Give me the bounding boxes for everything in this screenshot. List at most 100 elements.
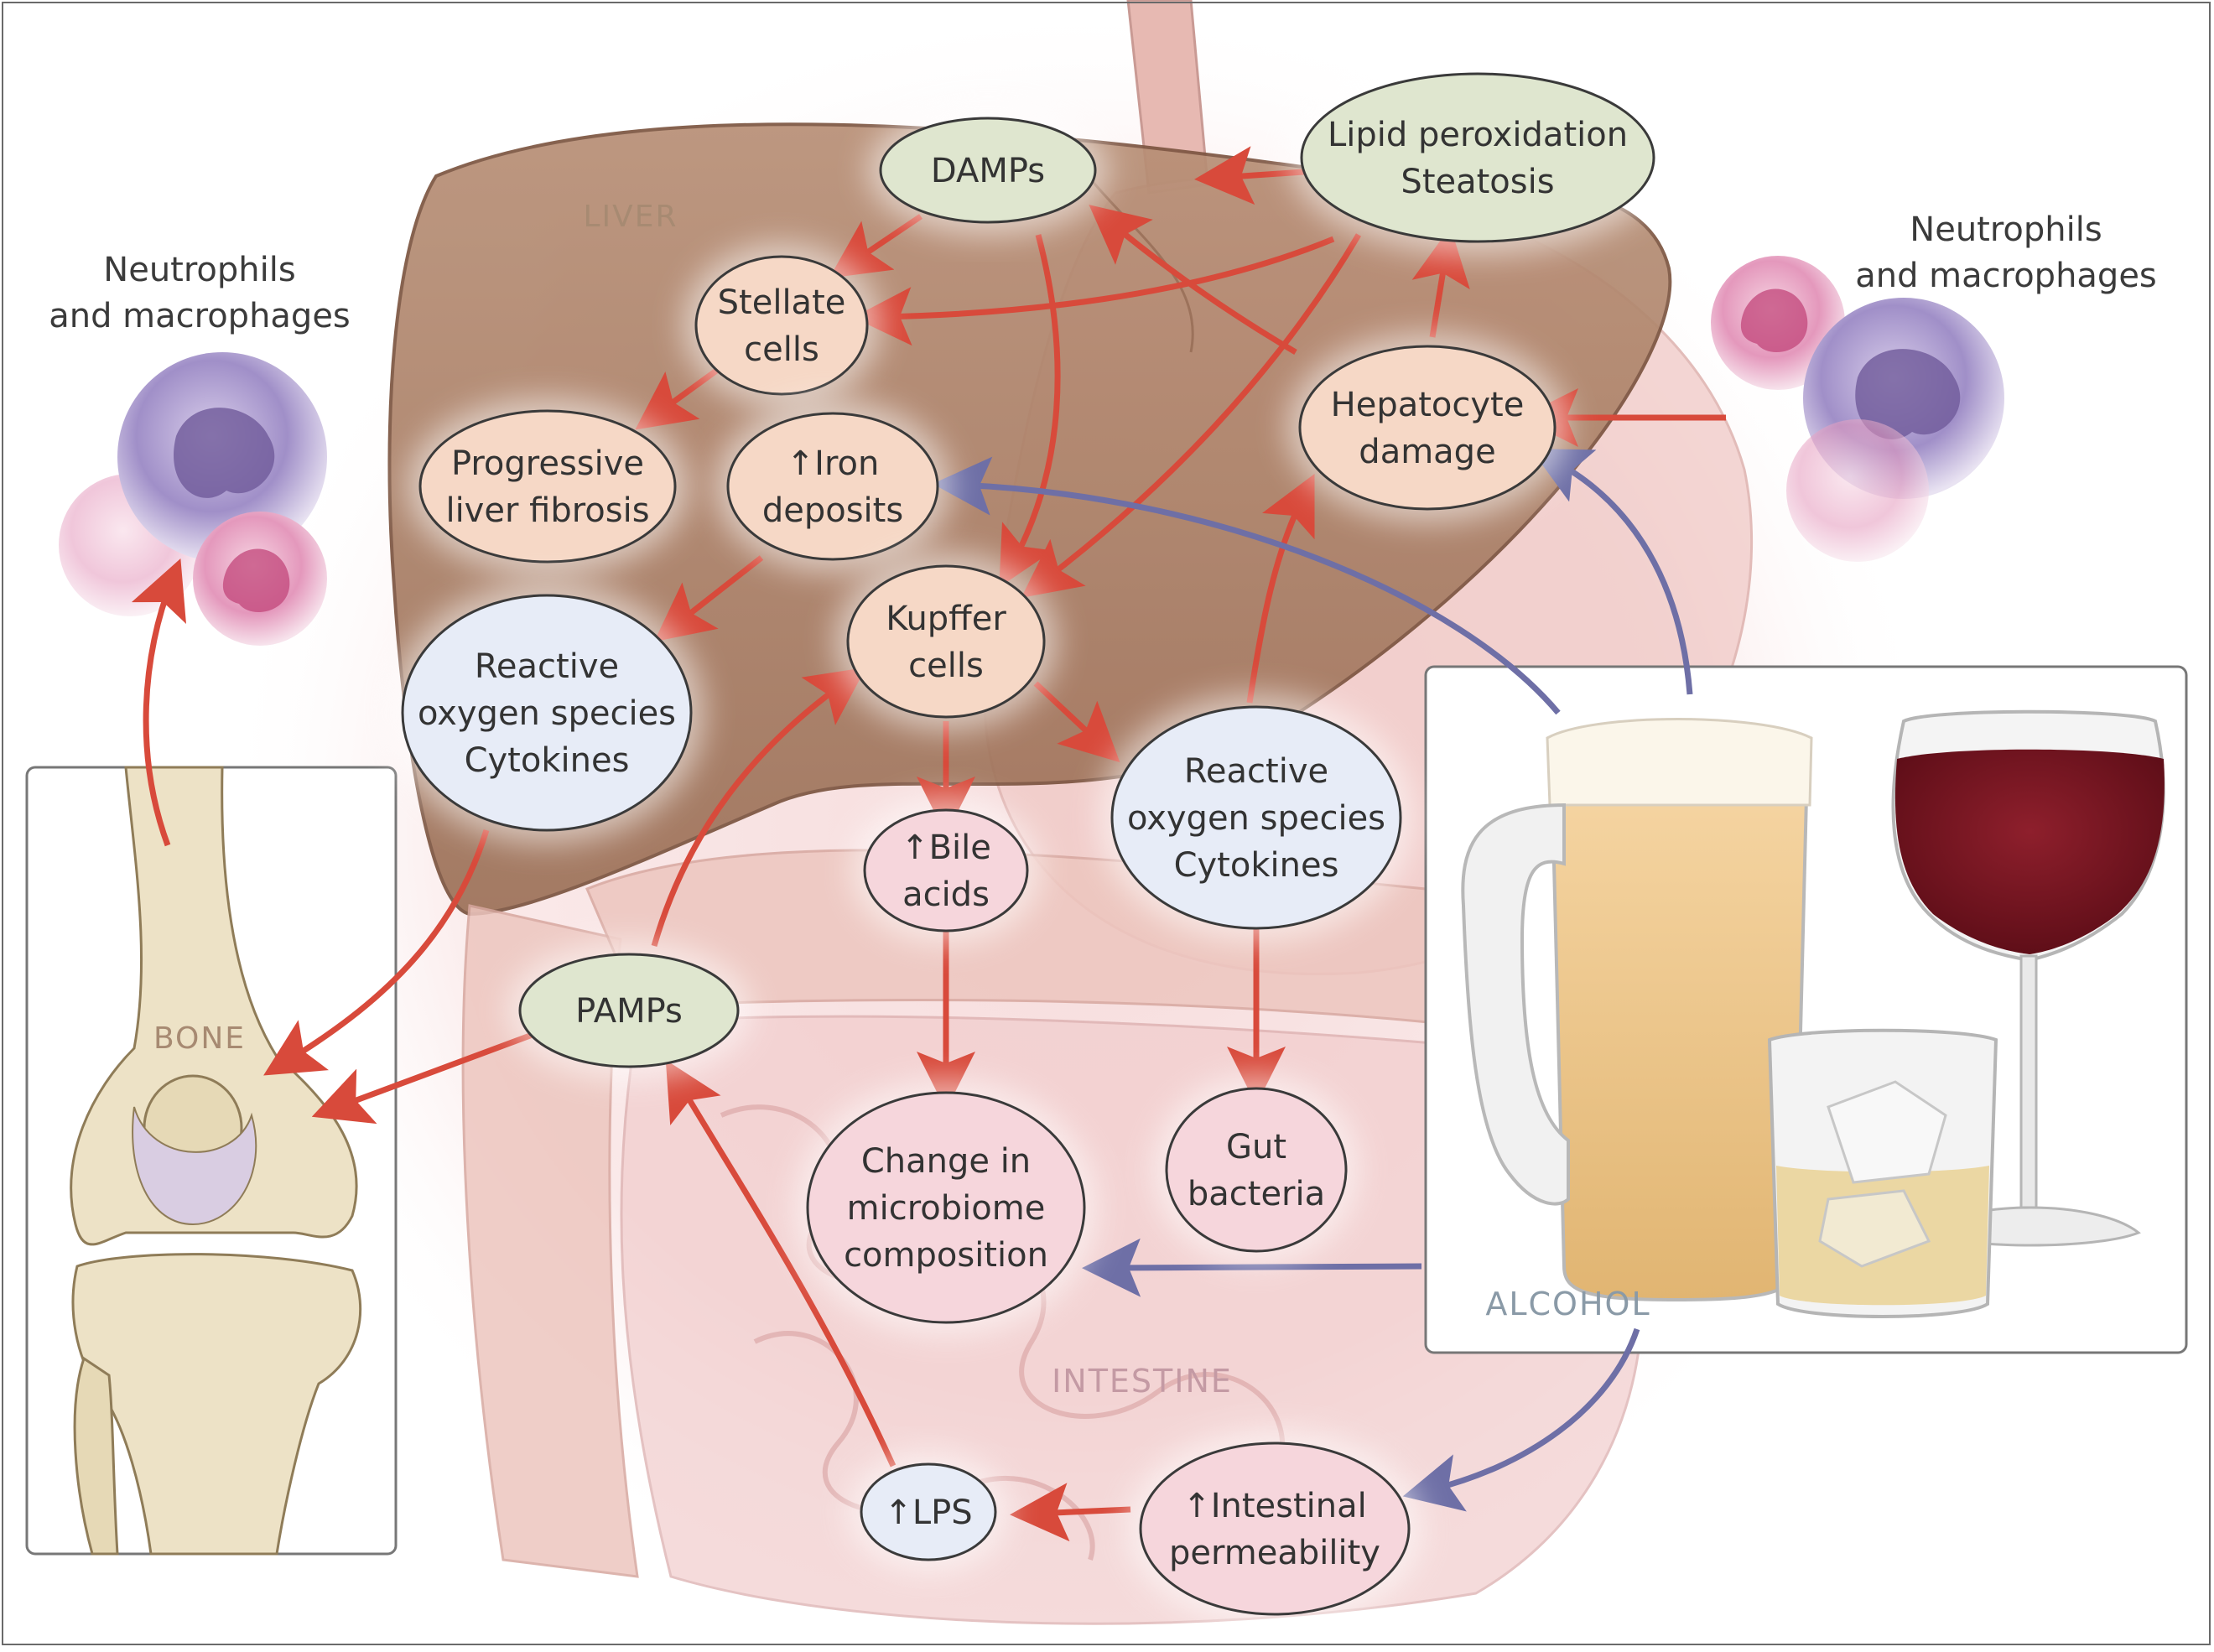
node-ellipse (401, 594, 693, 832)
node-ellipse (418, 409, 677, 564)
arrow-iron-to-ros-left (653, 555, 764, 642)
neutrophil-cell-4 (1786, 419, 1929, 562)
arrow-damps-to-kupffer (999, 234, 1061, 588)
node-label-line: permeability (1169, 1534, 1380, 1572)
node-ellipse (879, 117, 1097, 224)
arrow-pamps-to-kupffer (651, 667, 866, 947)
arrow-hepatocyte-to-lipid (1411, 226, 1470, 338)
arrows (131, 146, 1726, 1542)
nodes: DAMPs Lipid peroxidationSteatosisStellate… (389, 60, 1667, 1628)
arrow-alcohol-to-microbiome (1082, 1238, 1422, 1297)
node-label-line: Lipid peroxidation (1328, 116, 1628, 154)
node-ellipse (1110, 705, 1402, 930)
arrow-lipid-to-kupffer (1021, 233, 1362, 598)
node-label-line: cells (744, 330, 819, 369)
arrow-ros-right-to-hepatocyte (1246, 473, 1315, 704)
arrow-pamps-to-bone (311, 1030, 538, 1125)
intestine-label: INTESTINE (1052, 1363, 1233, 1400)
node-ellipse (1298, 345, 1557, 511)
node-label-line: Reactive (475, 647, 619, 686)
neutrophils-left-line2: and macrophages (49, 297, 351, 335)
arrow-damps-to-stellate (829, 214, 922, 278)
node-label-line: deposits (762, 491, 903, 530)
node-iron: ↑Iron deposits (715, 400, 951, 573)
cartilage (132, 1106, 257, 1226)
arrow-ros-left-to-bone (263, 829, 490, 1076)
node-ellipse (860, 1462, 997, 1561)
node-gut: Gut bacteria (1153, 1075, 1359, 1265)
fibula (73, 1356, 119, 1556)
node-label-line: oxygen species (1127, 799, 1385, 838)
arrow-alcohol-to-iron (933, 456, 1561, 715)
node-label-line: Cytokines (465, 741, 630, 780)
beer-mug (1549, 761, 1810, 1302)
immune-cells-right (1711, 256, 2004, 562)
node-label-line: PAMPs (575, 992, 683, 1031)
immune-cells-left (59, 352, 327, 646)
node-label-line: ↑LPS (884, 1494, 972, 1532)
wine-glass-stem (2019, 954, 2038, 1209)
bone-label: BONE (153, 1021, 246, 1056)
liver-label: LIVER (583, 200, 678, 234)
node-label-line: acids (902, 875, 990, 914)
neutrophil-nucleus-2 (1740, 288, 1808, 352)
neutrophils-left-line1: Neutrophils (103, 251, 295, 289)
node-bile: ↑Bile acids (851, 797, 1041, 944)
node-label-line: Cytokines (1174, 846, 1339, 885)
node-label-line: Change in (861, 1142, 1031, 1181)
macrophage-nucleus-2 (1855, 349, 1961, 439)
macrophage-nucleus (174, 408, 275, 498)
arrow-lps-to-pamps (665, 1059, 897, 1468)
node-pamps: PAMPs (507, 941, 751, 1080)
arrow-kupffer-to-ros-right (1033, 681, 1120, 763)
node-ellipse (1165, 1087, 1348, 1253)
node-kupffer: Kupffer cells (834, 553, 1058, 730)
arrow-alcohol-to-hepatocyte (1531, 449, 1693, 695)
ice-cube-2 (1818, 1189, 1931, 1268)
node-label-line: microbiome (847, 1189, 1046, 1228)
node-label-line: ↑Iron (787, 444, 880, 483)
node-ellipse (846, 564, 1046, 719)
arrow-hepatocyte-to-damps (1089, 205, 1297, 356)
node-ellipse (1300, 72, 1655, 243)
alcohol-label: ALCOHOL (1485, 1286, 1650, 1322)
node-ellipse (726, 412, 939, 561)
node-label-line: Kupffer (886, 600, 1006, 638)
node-ellipse (694, 255, 869, 396)
node-label-line: Steatosis (1401, 163, 1554, 201)
node-label-line: Gut (1226, 1128, 1286, 1166)
neutrophil-nucleus (222, 548, 290, 612)
arrow-alcohol-to-permeability (1402, 1327, 1640, 1512)
node-label-line: cells (908, 647, 984, 685)
arrow-permeability-to-lps (1010, 1483, 1131, 1542)
node-label-line: Reactive (1184, 752, 1328, 791)
node-stellate: Stellate cells (683, 243, 881, 408)
arrow-lipid-to-damps (1194, 146, 1305, 205)
neutrophils-right-line2: and macrophages (1855, 257, 2157, 295)
node-label-line: Hepatocyte (1331, 386, 1525, 424)
node-ellipse (518, 953, 740, 1068)
node-label-line: ↑Bile (901, 829, 991, 867)
node-lps: ↑LPS (848, 1451, 1009, 1573)
arrow-lipid-to-stellate (853, 236, 1335, 346)
node-ellipse (863, 808, 1029, 932)
beer-mug-handle (1461, 803, 1570, 1206)
ice-cube (1827, 1080, 1947, 1184)
node-label-line: bacteria (1188, 1175, 1325, 1213)
arrow-bone-to-cells (131, 558, 187, 847)
node-damps: DAMPs (867, 105, 1109, 236)
node-label-line: Progressive (451, 444, 644, 483)
neutrophils-right-line1: Neutrophils (1910, 210, 2102, 249)
node-label-line: oxygen species (418, 694, 676, 733)
node-label-line: Stellate (718, 283, 846, 322)
node-label-line: DAMPs (931, 152, 1045, 190)
